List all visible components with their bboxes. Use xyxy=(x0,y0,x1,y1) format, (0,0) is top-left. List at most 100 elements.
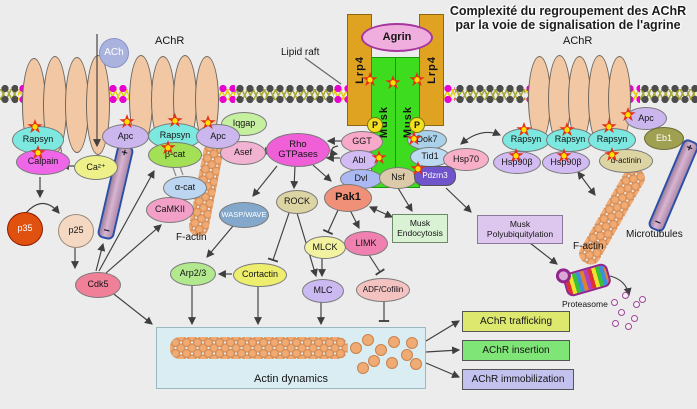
arrow-actin-to-insertion xyxy=(425,346,461,355)
node-dok7: Dok7 xyxy=(407,130,447,150)
label-proteasome: Proteasome xyxy=(562,299,608,309)
arrow-pdzrn3-to-polyubiquitylation xyxy=(445,187,472,213)
actin-filament-bundle xyxy=(170,337,348,359)
node-abl: Abl xyxy=(340,150,378,171)
membrane-segment xyxy=(455,84,525,104)
node-musk-endocytosis: Musk Endocytosis xyxy=(392,214,448,243)
node-musk-polyubiquitylation: Musk Polyubiquitylation xyxy=(477,215,563,244)
node-cortactin: Cortactin xyxy=(233,263,287,287)
degradation-fragment xyxy=(639,296,646,303)
node-wasp-wave: WASP/WAVE xyxy=(219,202,269,228)
node-camkii: CaMKII xyxy=(146,197,194,223)
node-agrin: Agrin xyxy=(361,23,433,52)
inhibit-limk-adfcofilin xyxy=(368,254,385,276)
node-pak1: Pak1 xyxy=(324,184,372,212)
node-alpha-actinin: α-actinin xyxy=(599,149,653,173)
inhibit-rock-cortactin xyxy=(267,212,290,263)
arrow-hsp90b-factin xyxy=(577,171,596,196)
phospho-badge: P xyxy=(409,117,425,133)
node-arp23: Arp2/3 xyxy=(170,262,216,286)
membrane-segment xyxy=(235,84,333,104)
arrow-rho-to-pak1 xyxy=(312,164,332,182)
node-hsp70: Hsp70 xyxy=(443,148,489,171)
node-adf-cofilin: ADF/Cofilin xyxy=(356,278,410,302)
node-hsp90b: Hsp90β xyxy=(542,151,590,174)
microtubule-rod-right: + − xyxy=(646,137,697,234)
phospho-badge: P xyxy=(367,117,383,133)
node-alpha-catenin: α-cat xyxy=(163,176,207,200)
arrow-nsf-to-endocytosis xyxy=(397,187,413,212)
arrow-actin-to-trafficking xyxy=(425,320,460,342)
actin-monomer xyxy=(368,355,380,367)
lrp4-label: Lrp4 xyxy=(425,56,438,84)
arrow-cdk5-to-microtubule xyxy=(95,242,106,272)
degradation-fragment xyxy=(631,315,638,322)
node-rock: ROCK xyxy=(276,190,318,214)
pointer-lipid-raft xyxy=(304,57,342,85)
arrow-pak1-to-limk xyxy=(349,209,360,230)
node-p25: p25 xyxy=(58,214,94,248)
microtubule-minus-end: − xyxy=(102,224,111,238)
actin-monomer xyxy=(386,357,398,369)
label-achr-right: AChR xyxy=(563,35,593,47)
node-nsf: Nsf xyxy=(379,167,417,189)
arrow-hsp70-rapsyn xyxy=(460,128,502,145)
arrow-waspwave-to-arp23 xyxy=(206,225,234,258)
label-lipid-raft: Lipid raft xyxy=(281,47,320,58)
arrow-pak1-endocytosis xyxy=(368,206,394,218)
outcome-achr-immobilization: AChR immobilization xyxy=(462,369,574,390)
achr-receptor-subunit xyxy=(65,57,89,153)
label-achr-left: AChR xyxy=(155,35,185,47)
node-p35: p35 xyxy=(7,212,43,246)
node-cdk5: Cdk5 xyxy=(75,272,121,298)
label-f-actin-left: F-actin xyxy=(176,232,207,243)
arrow-cdk5-to-actin xyxy=(109,290,153,325)
degradation-fragment xyxy=(612,320,619,327)
inhibit-pak1-mlck xyxy=(322,209,339,235)
actin-monomer xyxy=(362,334,374,346)
node-mlc: MLC xyxy=(302,279,344,303)
degradation-fragment xyxy=(625,323,632,330)
f-actin-filament-right xyxy=(575,163,649,269)
outcome-achr-trafficking: AChR trafficking xyxy=(462,311,570,332)
node-limk: LIMK xyxy=(344,231,388,256)
degradation-fragment xyxy=(622,292,629,299)
node-pdzrn3: Pdzrn3 xyxy=(414,166,456,186)
arrow-actin-to-immobilization xyxy=(425,362,461,379)
label-f-actin-right: F-actin xyxy=(573,241,604,252)
arrow-p35-to-p25 xyxy=(25,202,60,214)
node-apc: Apc xyxy=(102,124,149,149)
label-microtubules: Microtubules xyxy=(626,229,683,240)
actin-monomer xyxy=(375,344,387,356)
outcome-achr-insertion: AChR insertion xyxy=(462,340,570,361)
arrow-ggt-abl-cycle xyxy=(329,145,339,158)
node-beta-catenin: β-cat xyxy=(148,142,202,168)
degradation-fragment xyxy=(611,299,618,306)
diagram-title: Complexité du regroupement des AChR par … xyxy=(449,4,687,33)
arrow-polyubiquitylation-to-proteasome xyxy=(529,242,558,265)
node-apc: Apc xyxy=(196,124,240,149)
node-calpain: Calpain xyxy=(16,149,70,175)
node-mlck: MLCK xyxy=(304,236,346,259)
arrow-rho-to-rock xyxy=(290,165,299,190)
proteasome-barrel xyxy=(561,262,613,298)
node-iqgap: Iqgap xyxy=(221,112,267,136)
actin-monomer xyxy=(401,349,413,361)
degradation-fragment xyxy=(618,309,625,316)
membrane-segment xyxy=(0,84,18,104)
node-eb1: Eb1 xyxy=(644,127,684,150)
membrane-segment xyxy=(640,84,697,104)
node-rho-gtpases: Rho GTPases xyxy=(266,133,330,167)
node-apc: Apc xyxy=(625,107,667,130)
arrow-rho-to-waspwave xyxy=(252,165,278,197)
lrp4-label: Lrp4 xyxy=(353,56,366,84)
actin-monomer xyxy=(406,337,418,349)
actin-monomer xyxy=(350,342,362,354)
degradation-fragment xyxy=(633,301,640,308)
actin-monomer xyxy=(388,336,400,348)
actin-monomer xyxy=(357,362,369,374)
node-ach: ACh xyxy=(99,38,129,68)
actin-dynamics-label: Actin dynamics xyxy=(254,372,328,385)
node-ca2: Ca²⁺ xyxy=(74,155,118,180)
